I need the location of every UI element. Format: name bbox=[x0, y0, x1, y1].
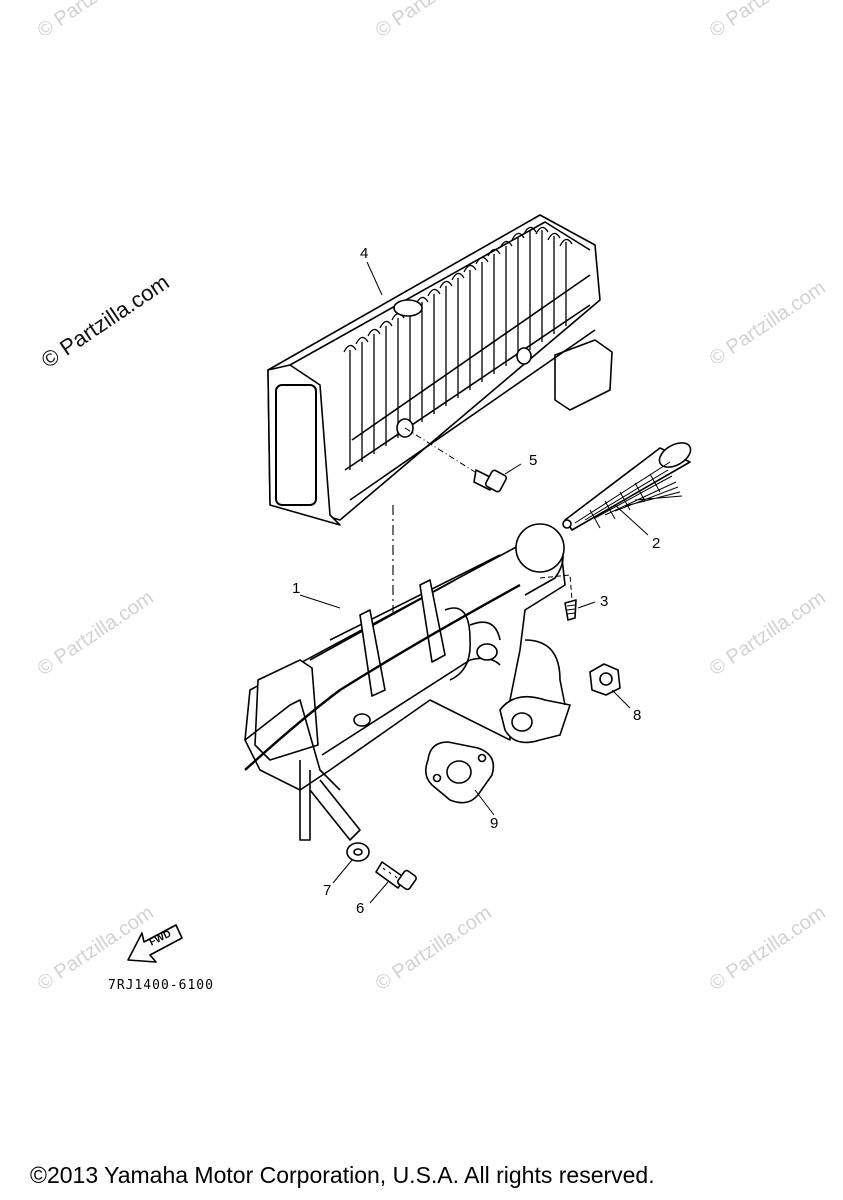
callout-number: 2 bbox=[652, 535, 661, 552]
screw bbox=[539, 574, 577, 621]
nut bbox=[589, 663, 621, 696]
fwd-arrow-icon bbox=[127, 924, 183, 963]
callout-number: 1 bbox=[292, 580, 301, 597]
callout-number: 9 bbox=[490, 815, 499, 832]
spark-arrester-screen bbox=[562, 442, 692, 531]
gasket bbox=[424, 741, 495, 804]
washer bbox=[346, 842, 370, 862]
callout-number: 3 bbox=[600, 593, 609, 610]
callout-number: 5 bbox=[529, 452, 538, 469]
muffler bbox=[244, 523, 571, 841]
callout-number: 7 bbox=[323, 882, 332, 899]
heat-protector-cover bbox=[267, 214, 613, 526]
diagram-code: 7RJ1400-6100 bbox=[108, 978, 214, 993]
bolt bbox=[404, 427, 508, 493]
bolt bbox=[375, 861, 417, 891]
callout-number: 6 bbox=[356, 900, 365, 917]
leader-lines bbox=[299, 261, 649, 904]
callout-number: 8 bbox=[633, 707, 642, 724]
copyright-notice: ©2013 Yamaha Motor Corporation, U.S.A. A… bbox=[30, 1162, 655, 1188]
callout-number: 4 bbox=[360, 245, 369, 262]
